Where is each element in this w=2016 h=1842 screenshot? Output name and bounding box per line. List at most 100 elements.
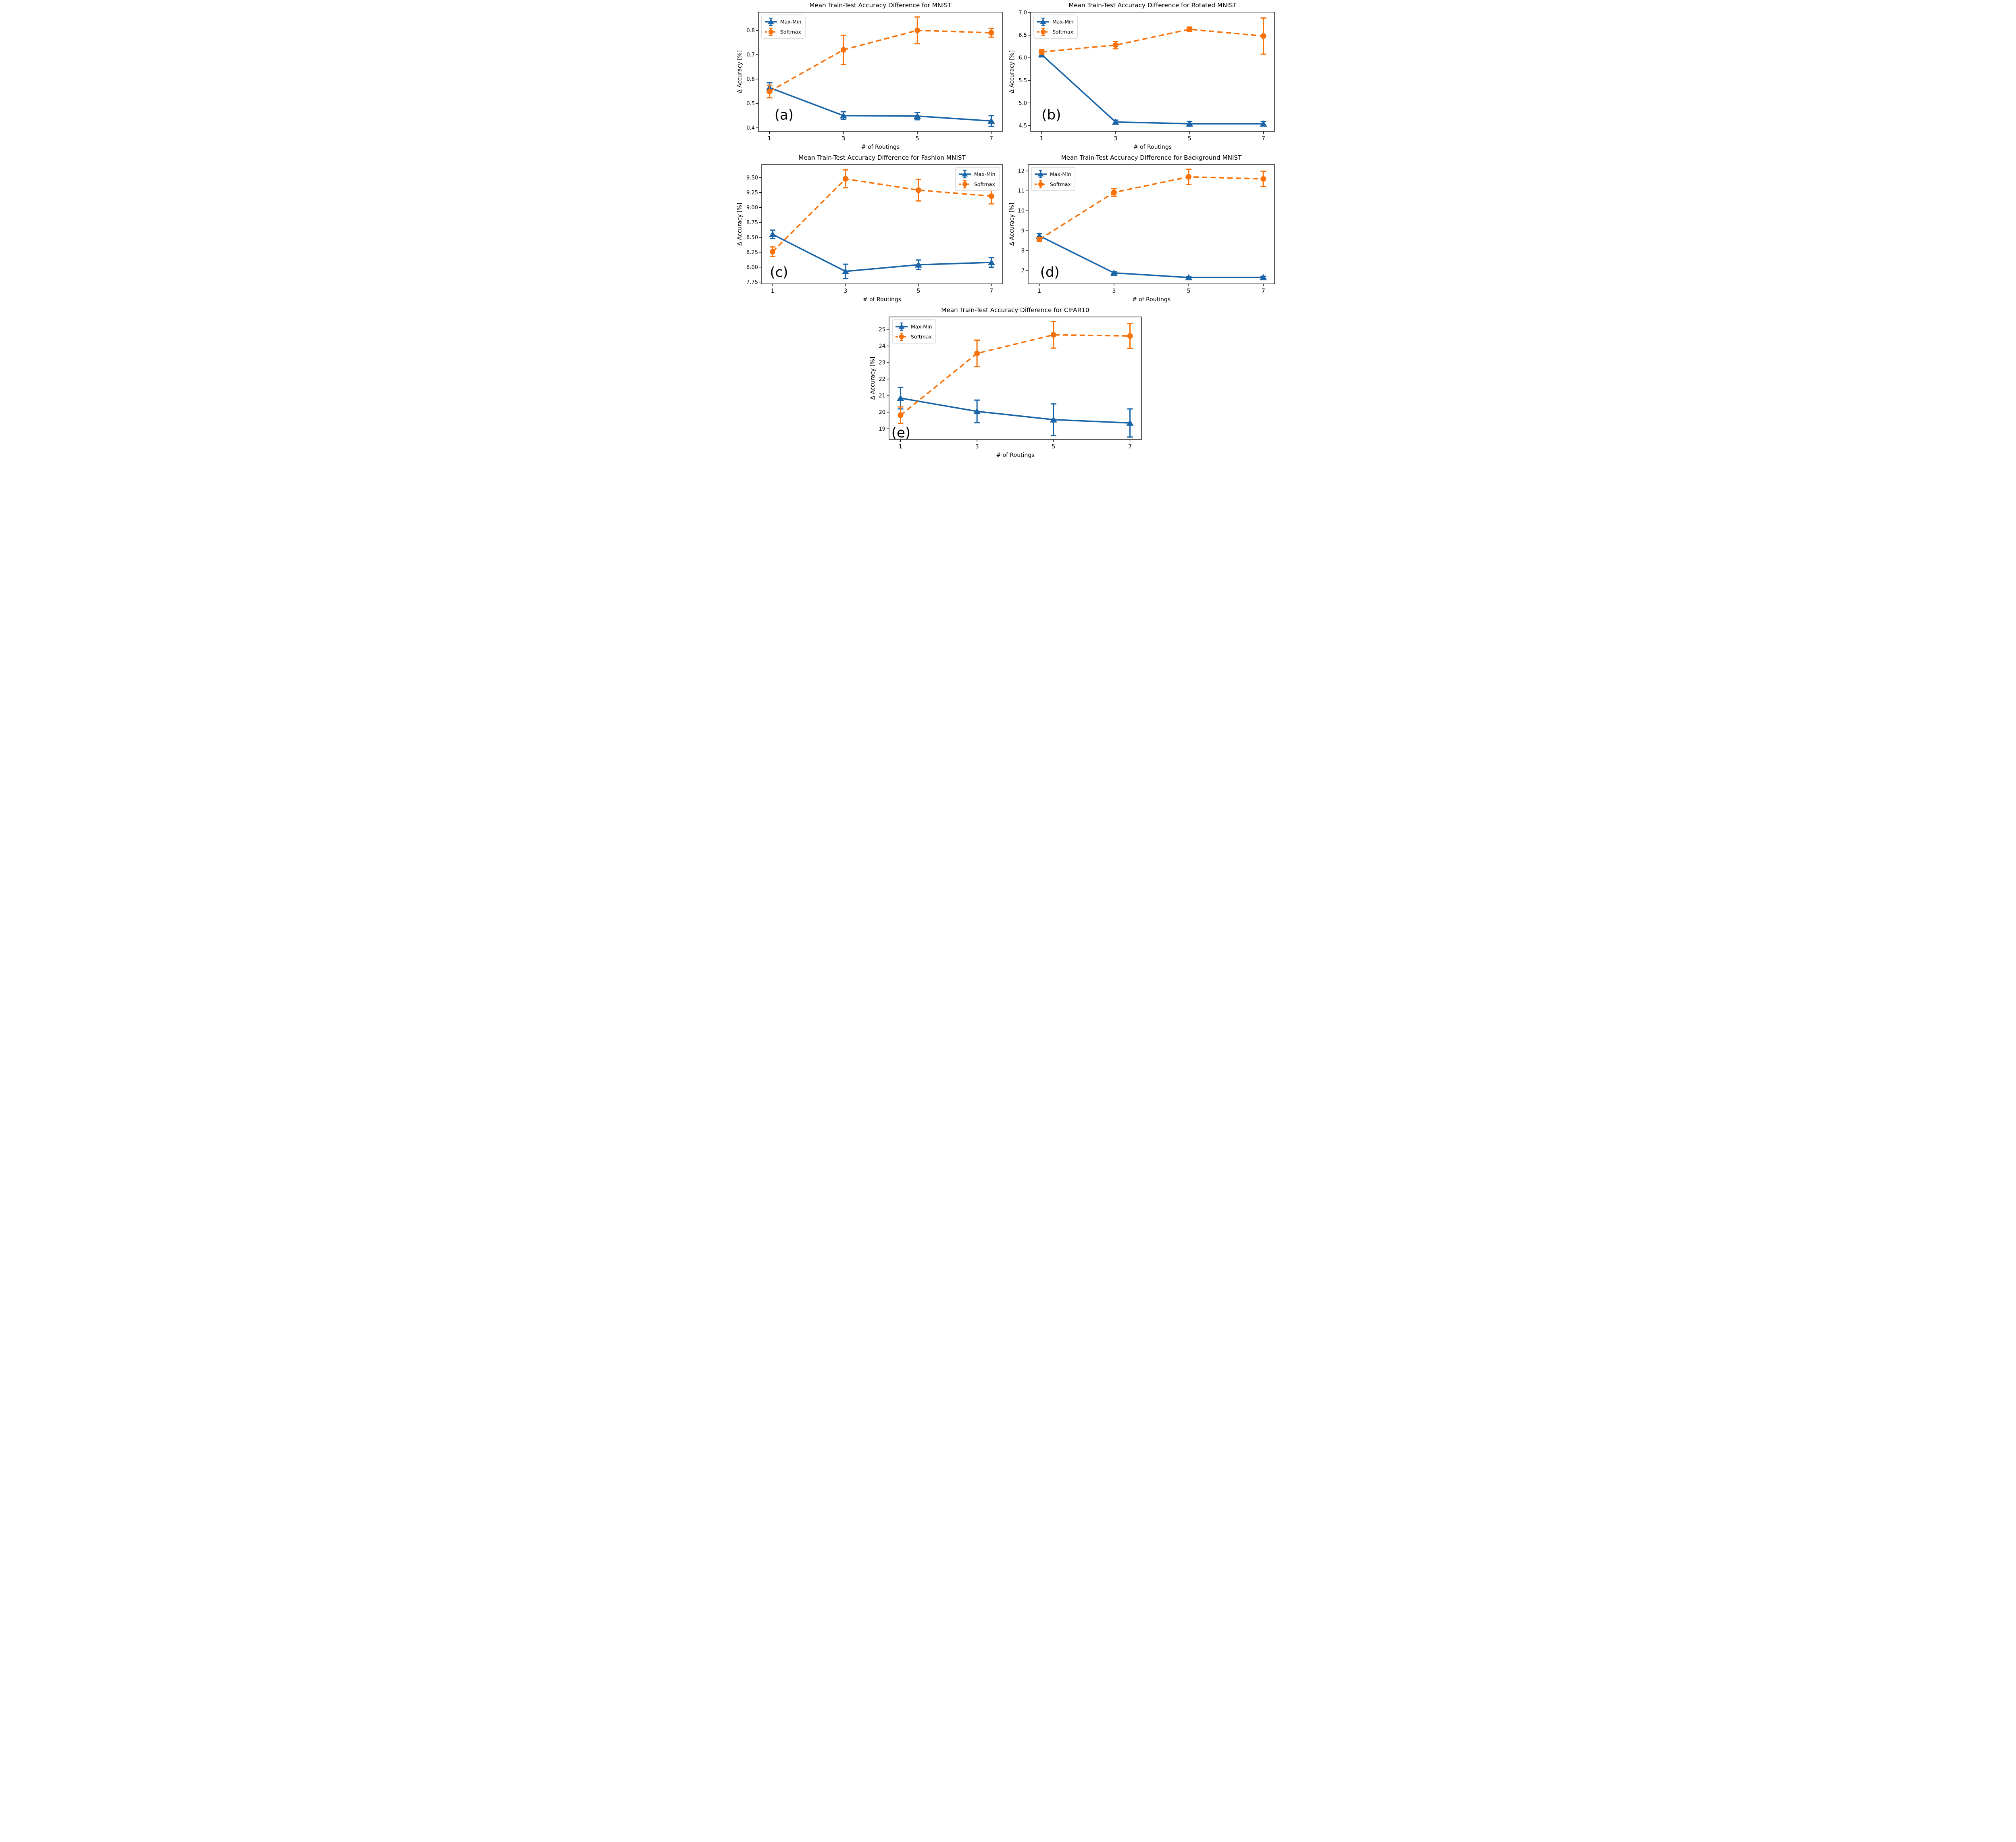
triangle-marker (839, 112, 847, 119)
legend-circle-marker-icon (962, 182, 967, 187)
y-tick-label: 6.0 (1018, 55, 1027, 61)
plot-border (758, 12, 1003, 132)
x-axis-label: # of Routings (861, 144, 900, 150)
y-axis-label: Δ Accuracy [%] (737, 203, 743, 246)
x-tick-label: 5 (1187, 288, 1191, 294)
y-tick-label: 22 (879, 377, 885, 383)
legend-circle-marker-icon (768, 29, 773, 34)
legend-label: Softmax (780, 29, 801, 35)
y-tick-label: 6.5 (1018, 33, 1027, 39)
triangle-marker (914, 261, 922, 268)
plot-border (889, 317, 1142, 440)
circle-marker (1036, 236, 1042, 242)
y-tick-label: 8 (1021, 248, 1025, 254)
y-tick-label: 23 (879, 360, 885, 366)
y-tick-label: 21 (879, 393, 885, 399)
panel-label: (e) (891, 425, 910, 441)
x-tick-label: 1 (771, 288, 775, 294)
series-softmax (1039, 17, 1266, 55)
legend-label: Softmax (1052, 29, 1073, 35)
series-line (1039, 176, 1264, 240)
triangle-marker (1050, 416, 1057, 423)
y-tick-label: 20 (879, 410, 885, 416)
panel-label: (d) (1040, 264, 1060, 280)
legend-label: Softmax (1050, 181, 1071, 188)
y-axis-label: Δ Accuracy [%] (1009, 50, 1015, 94)
y-axis-label: Δ Accuracy [%] (737, 50, 743, 94)
legend-circle-marker-icon (1041, 29, 1045, 34)
chart-title: Mean Train-Test Accuracy Difference for … (1068, 2, 1237, 9)
series-line (1039, 235, 1264, 278)
series-line (772, 178, 992, 252)
panel-label: (c) (770, 264, 788, 280)
y-tick-label: 7 (1021, 268, 1025, 274)
series-max-min (769, 229, 995, 279)
circle-marker (898, 412, 904, 418)
y-tick-label: 9 (1021, 228, 1025, 234)
circle-marker (1039, 49, 1045, 55)
y-tick-label: 12 (1018, 168, 1025, 174)
circle-marker (974, 350, 980, 356)
triangle-marker (987, 259, 995, 265)
circle-marker (1260, 33, 1266, 39)
y-tick-label: 0.6 (746, 77, 755, 83)
y-tick-label: 4.5 (1018, 123, 1027, 129)
x-axis-label: # of Routings (1133, 144, 1172, 150)
y-axis-label: Δ Accuracy [%] (870, 357, 876, 400)
y-tick-label: 19 (879, 426, 885, 432)
legend-triangle-marker-icon (768, 19, 774, 24)
series-softmax (770, 169, 994, 257)
series-max-min (1038, 51, 1267, 127)
x-axis-label: # of Routings (996, 452, 1034, 458)
x-tick-label: 5 (916, 288, 920, 294)
legend-triangle-marker-icon (898, 324, 905, 329)
legend-circle-marker-icon (899, 334, 904, 339)
circle-marker (840, 47, 846, 53)
y-tick-label: 10 (1018, 208, 1025, 214)
y-tick-label: 0.7 (746, 52, 755, 58)
legend-triangle-marker-icon (962, 171, 968, 177)
circle-marker (1127, 333, 1133, 339)
y-tick-label: 0.5 (746, 101, 755, 107)
chart-title: Mean Train-Test Accuracy Difference for … (809, 2, 952, 9)
circle-marker (770, 249, 776, 255)
y-tick-label: 7.0 (1018, 10, 1027, 16)
legend-label: Max-Min (780, 19, 802, 25)
x-tick-label: 1 (768, 135, 771, 142)
y-tick-label: 5.0 (1018, 100, 1027, 106)
panel-label: (b) (1041, 107, 1061, 123)
legend-label: Max-Min (1052, 19, 1074, 25)
series-softmax (766, 16, 994, 99)
legend-label: Max-Min (974, 171, 996, 177)
y-tick-label: 24 (879, 343, 885, 349)
x-tick-label: 3 (841, 135, 845, 142)
x-tick-label: 5 (1188, 135, 1191, 142)
y-axis-label: Δ Accuracy [%] (1009, 203, 1015, 246)
circle-marker (1260, 176, 1266, 182)
series-line (900, 334, 1130, 416)
legend-label: Softmax (974, 181, 995, 188)
circle-marker (1111, 190, 1117, 196)
x-tick-label: 7 (1128, 444, 1132, 450)
triangle-marker (1110, 269, 1118, 276)
triangle-marker (842, 268, 850, 274)
circle-marker (1186, 174, 1192, 180)
y-tick-label: 9.25 (746, 190, 758, 196)
y-tick-label: 0.4 (746, 125, 755, 131)
series-line (769, 29, 991, 92)
legend-label: Max-Min (1050, 171, 1071, 177)
x-tick-label: 7 (1262, 288, 1265, 294)
